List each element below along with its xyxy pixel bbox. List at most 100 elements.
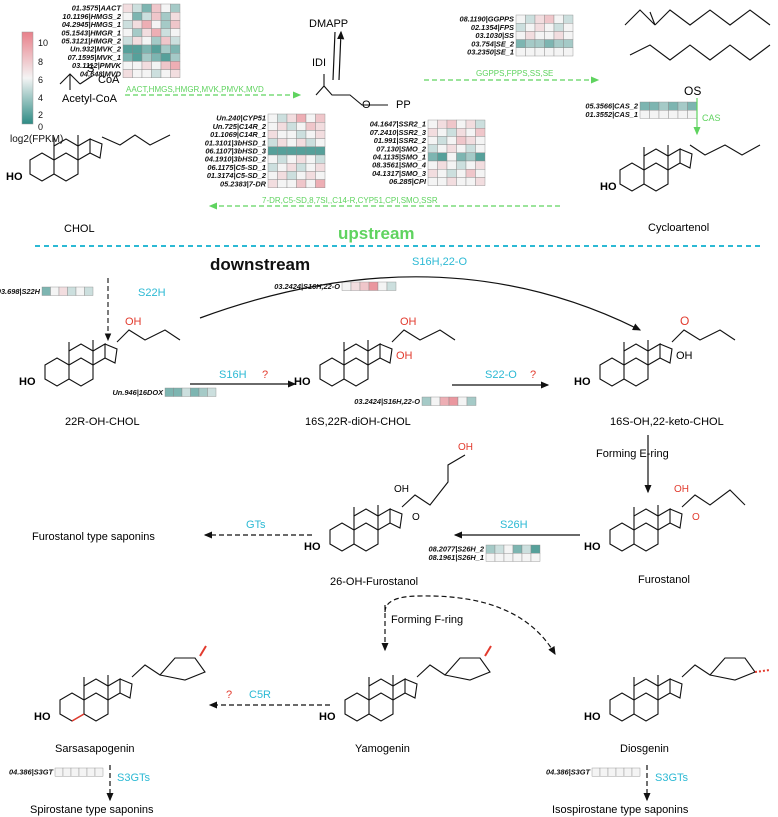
heatmap-row-label: 04.1135|SMO_1: [373, 153, 426, 162]
upstream-heading: upstream: [338, 224, 415, 243]
heatmap-cell: [553, 47, 564, 57]
heatmap-row-label: 01.3174|C5-SD_2: [207, 171, 267, 180]
heatmap-cell: [296, 138, 307, 148]
16s-22r-dioh-chol-label: 16S,22R-diOH-CHOL: [305, 416, 411, 428]
heatmap-row-label: Un.932|MVK_2: [70, 45, 122, 54]
heatmap-cell: [427, 144, 438, 154]
heatmap-cell: [296, 162, 307, 172]
downstream-heading: downstream: [210, 255, 310, 274]
heatmap-cell: [437, 144, 448, 154]
heatmap-cell: [563, 47, 574, 57]
heatmap-cell: [54, 767, 64, 777]
heatmap-cell: [277, 162, 288, 172]
heatmap-cell: [141, 36, 152, 46]
heatmap-cell: [446, 119, 457, 129]
upstream-enzymes-3: 7-DR,C5-SD,8,7SI,,C14-R,CYP51,CPI,SMO,SS…: [262, 196, 438, 205]
heatmap-cell: [465, 160, 476, 170]
heatmap-cell: [75, 286, 85, 296]
s3gts-label: S3GTs: [655, 772, 689, 784]
heatmap-cell: [160, 53, 171, 62]
heatmap-cell: [475, 177, 486, 186]
heatmap-cell: [141, 20, 152, 29]
heatmap-cell: [286, 154, 297, 164]
heatmap-cell: [160, 3, 171, 13]
heatmap-cell: [164, 387, 174, 397]
heatmap-cell: [439, 396, 450, 406]
sarsasapogenin-structure: HO: [34, 645, 207, 723]
heatmaps: 01.3575|AACT10.1196|HMGS_204.2945|HMGS_1…: [0, 3, 698, 777]
heatmap-cell: [515, 39, 526, 48]
heatmap-cell: [170, 61, 181, 70]
colorbar-tick: 0: [38, 122, 43, 132]
heatmap-cell: [305, 146, 316, 156]
ho-label: HO: [319, 711, 336, 723]
heatmap-cell: [277, 179, 288, 189]
diosgenin-structure: HO: [584, 657, 771, 723]
heatmap-cell: [160, 20, 171, 29]
heatmap-row-label: 05.3121|HMGR_2: [61, 37, 121, 46]
heatmap-hm4: 04.1647|SSR2_107.2410|SSR2_301.991|SSR2_…: [370, 119, 486, 186]
colorbar-label: log2(FPKM): [10, 134, 63, 145]
heatmap-cell: [160, 36, 171, 46]
oh-label: OH: [676, 350, 693, 362]
s22o-label: S22-O: [485, 369, 517, 381]
heatmap-row-label: 04.648|MVD: [80, 69, 122, 78]
heatmap-cell: [122, 61, 133, 70]
ho-label: HO: [19, 376, 36, 388]
heatmap-cell: [475, 127, 486, 137]
heatmap-cell: [286, 171, 297, 180]
heatmap-row-label: 06.1107|3bHSD_3: [205, 147, 267, 156]
heatmap-cell: [315, 179, 326, 189]
heatmap-cell: [544, 31, 555, 40]
heatmap-row-label: 03.2424|S16H,22-O: [354, 397, 420, 406]
26-oh-furostanol-label: 26-OH-Furostanol: [330, 576, 418, 588]
cycloartenol-label: Cycloartenol: [648, 222, 709, 234]
heatmap-cell: [296, 130, 307, 139]
oxygen-label: O: [362, 99, 371, 111]
heatmap-cell: [122, 44, 133, 54]
oh-label: OH: [400, 316, 417, 328]
heatmap-cell: [58, 286, 68, 296]
heatmap-row-label: 01.1069|C14R_1: [210, 130, 266, 139]
16s-oh-22-keto-chol-structure: O OH HO: [574, 314, 736, 388]
heatmap-cell: [41, 286, 51, 296]
upstream-enzymes-2: GGPPS,FPPS,SS,SE: [476, 69, 553, 78]
heatmap-hmS22H: 03.698|S22H: [0, 286, 94, 296]
heatmap-cell: [122, 28, 133, 38]
heatmap-cell: [668, 101, 679, 111]
heatmap-cell: [267, 171, 278, 180]
heatmap-cell: [50, 286, 60, 296]
heatmap-cell: [122, 53, 133, 62]
pp-label: PP: [396, 99, 411, 111]
heatmap-hmS3GT1: 04.386|S3GT: [9, 767, 104, 777]
heatmap-cell: [437, 168, 448, 178]
s3gts-label: S3GTs: [117, 772, 151, 784]
heatmap-row-label: 03.2350|SE_1: [467, 48, 514, 57]
heatmap-cell: [170, 69, 181, 78]
heatmap-row-label: 03.1030|SS: [475, 31, 514, 40]
heatmap-row-label: 04.386|S3GT: [546, 768, 591, 777]
heatmap-cell: [475, 119, 486, 129]
heatmap-cell: [132, 69, 143, 78]
heatmap-cell: [465, 152, 476, 162]
colorbar-tick: 8: [38, 57, 43, 67]
heatmap-cell: [485, 553, 496, 562]
heatmap-cell: [141, 61, 152, 70]
heatmap-cell: [534, 31, 545, 40]
heatmap-cell: [160, 69, 171, 78]
heatmap-cell: [160, 44, 171, 54]
heatmap-cell: [475, 160, 486, 170]
heatmap-cell: [296, 146, 307, 156]
heatmap-cell: [305, 113, 316, 123]
heatmap-cell: [132, 61, 143, 70]
yamogenin-label: Yamogenin: [355, 743, 410, 755]
heatmap-cell: [512, 544, 523, 554]
heatmap-cell: [446, 177, 457, 186]
heatmap-row-label: 01.3575|AACT: [72, 4, 123, 13]
heatmap-row-label: 04.2945|HMGS_1: [62, 20, 121, 29]
heatmap-cell: [151, 69, 162, 78]
heatmap-row-label: Un.725|C14R_2: [213, 122, 267, 131]
heatmap-cell: [277, 138, 288, 148]
heatmap-cell: [305, 171, 316, 180]
heatmap-row-label: 06.1175|C5-SD_1: [207, 163, 266, 172]
